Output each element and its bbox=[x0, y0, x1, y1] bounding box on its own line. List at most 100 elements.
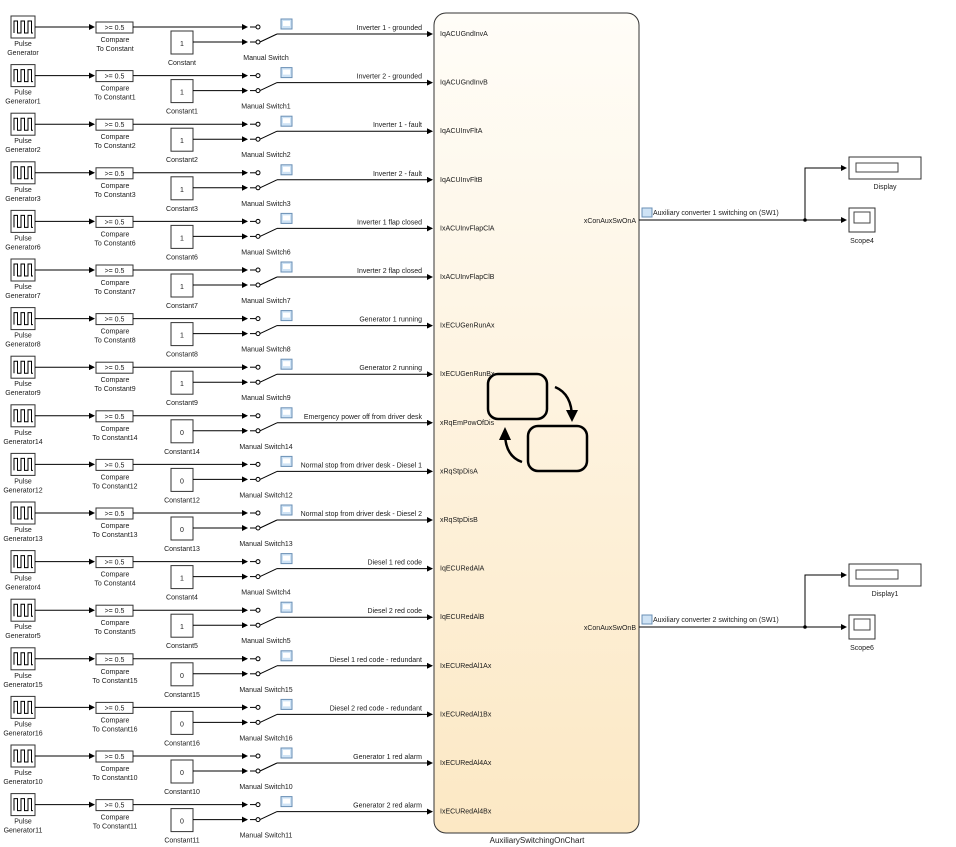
switch-dialog-icon[interactable] bbox=[280, 698, 293, 710]
manual-switch-block[interactable]: Manual Switch16 bbox=[239, 704, 293, 742]
switch-dialog-icon[interactable] bbox=[280, 115, 293, 127]
output-signal-icon[interactable] bbox=[641, 614, 653, 625]
manual-switch-block[interactable]: Manual Switch12 bbox=[239, 461, 293, 499]
switch-dialog-icon[interactable] bbox=[280, 310, 293, 322]
manual-switch-block[interactable]: Manual Switch6 bbox=[241, 218, 291, 256]
manual-switch-block[interactable]: Manual Switch5 bbox=[241, 607, 291, 645]
scope-block[interactable]: Scope4 bbox=[848, 207, 876, 245]
switch-dialog-icon[interactable] bbox=[280, 261, 293, 273]
manual-switch-block[interactable]: Manual Switch2 bbox=[241, 121, 291, 159]
manual-switch-block[interactable]: Manual Switch10 bbox=[239, 753, 293, 791]
switch-dialog-icon[interactable] bbox=[280, 455, 293, 467]
output-signal-icon[interactable] bbox=[641, 207, 653, 218]
output-signal-icon-box[interactable] bbox=[641, 614, 653, 625]
switch-dialog-icon[interactable] bbox=[280, 504, 293, 516]
switch-dialog-icon[interactable] bbox=[280, 358, 293, 370]
stateflow-chart-block[interactable]: AuxiliarySwitchingOnChart bbox=[433, 12, 640, 845]
switch-dialog-icon[interactable] bbox=[280, 601, 293, 613]
switch-dialog-icon[interactable] bbox=[280, 18, 293, 30]
manual-switch-block[interactable]: Manual Switch3 bbox=[241, 170, 291, 208]
manual-switch-block[interactable]: Manual Switch bbox=[243, 24, 289, 62]
scope-label: Scope6 bbox=[850, 645, 874, 652]
switch-lever bbox=[259, 422, 278, 432]
switch-dialog-icon[interactable] bbox=[280, 407, 293, 419]
manual-switch-block[interactable]: Manual Switch8 bbox=[241, 316, 291, 354]
switch-dialog-icon[interactable] bbox=[280, 212, 293, 224]
chart-input-port-label: IxACUInvFlapClB bbox=[440, 274, 495, 281]
constant-value: 1 bbox=[180, 381, 184, 388]
output-signal-icon-box[interactable] bbox=[641, 207, 653, 218]
manual-switch-block[interactable]: Manual Switch1 bbox=[241, 73, 291, 111]
signal-name-label: Inverter 1 flap closed bbox=[357, 219, 422, 226]
manual-switch-block[interactable]: Manual Switch15 bbox=[239, 656, 293, 694]
scope-block[interactable]: Scope6 bbox=[848, 614, 876, 652]
display-block[interactable]: Display bbox=[848, 156, 922, 191]
manual-switch-block[interactable]: Manual Switch7 bbox=[241, 267, 291, 305]
manual-switch-block[interactable]: Manual Switch11 bbox=[240, 802, 293, 840]
manual-switch-block[interactable]: Manual Switch14 bbox=[239, 413, 293, 451]
switch-dialog-icon[interactable] bbox=[280, 67, 293, 79]
manual-switch-block[interactable]: Manual Switch4 bbox=[241, 559, 291, 597]
manual-switch-block[interactable]: Manual Switch9 bbox=[241, 364, 291, 402]
switch-dialog-icon[interactable] bbox=[280, 650, 293, 662]
switch-dialog-icon[interactable] bbox=[280, 164, 293, 176]
switch-dialog-icon[interactable] bbox=[280, 747, 293, 759]
display-block[interactable]: Display1 bbox=[848, 563, 922, 598]
manual-switch-block[interactable]: Manual Switch13 bbox=[239, 510, 293, 548]
switch-dialog-icon[interactable] bbox=[280, 796, 293, 808]
switch-dialog-icon[interactable] bbox=[280, 553, 293, 565]
